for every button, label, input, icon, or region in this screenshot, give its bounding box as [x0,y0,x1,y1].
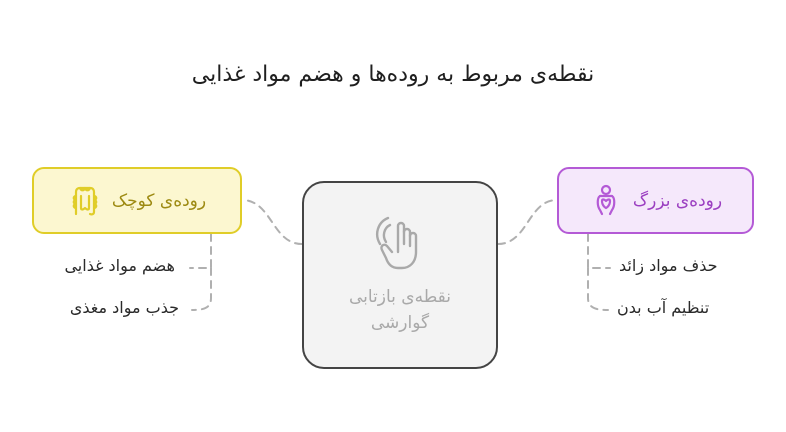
connector-small-item-2 [191,267,212,311]
hand-touch-icon [376,216,418,270]
large-item-waste-removal: حذف مواد زائد [619,256,718,275]
connector-center-small [241,199,303,245]
small-item-digestion: هضم مواد غذایی [64,256,175,275]
connector-large-item-1 [587,233,611,269]
connector-center-large [497,199,558,245]
small-intestine-label: روده‌ی کوچک [111,190,207,211]
large-item-water-regulation: تنظیم آب بدن [617,298,710,317]
person-stomach-icon [596,184,616,215]
connector-small-item-1 [189,233,212,269]
diagram-title: نقطه‌ی مربوط به روده‌ها و هضم مواد غذایی [191,62,595,87]
reflex-point-label: نقطه‌ی بازتابی گوارشی [348,287,452,333]
small-intestine-node: روده‌ی کوچک [32,167,242,234]
intestine-icon [72,186,98,215]
reflex-point-node: نقطه‌ی بازتابی گوارشی [302,181,498,369]
connector-large-item-2 [587,267,609,311]
large-intestine-label: روده‌ی بزرگ [632,190,723,211]
large-intestine-node: روده‌ی بزرگ [557,167,754,234]
small-item-absorption: جذب مواد مغذی [69,298,179,317]
